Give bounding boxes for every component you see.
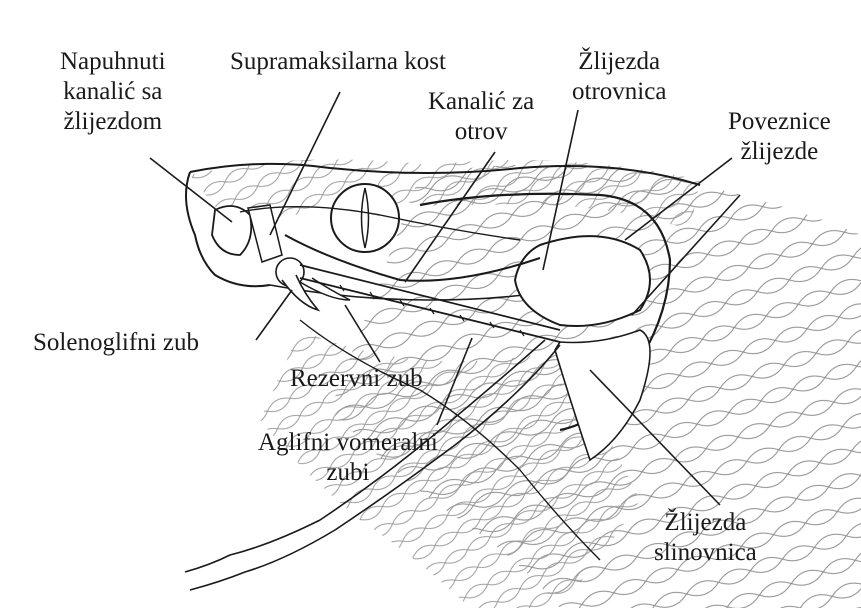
- label-line: Kanalić za: [428, 87, 534, 117]
- label-rezervni-zub: Rezervni zub: [290, 364, 423, 394]
- label-line: žlijezdom: [60, 107, 166, 137]
- label-line: Solenoglifni zub: [33, 328, 199, 358]
- eye-pupil: [362, 188, 369, 248]
- label-line: slinovnica: [654, 538, 757, 568]
- label-zlijezda-slinovnica: Žlijezda slinovnica: [654, 508, 757, 568]
- label-line: Žlijezda: [572, 47, 666, 77]
- label-poveznice-zlijezde: Poveznice žlijezde: [728, 107, 831, 167]
- label-kanalic-za-otrov: Kanalić za otrov: [428, 87, 534, 147]
- label-line: Rezervni zub: [290, 364, 423, 394]
- label-solenoglifni-zub: Solenoglifni zub: [33, 328, 199, 358]
- label-line: žlijezde: [728, 137, 831, 167]
- label-line: Žlijezda: [654, 508, 757, 538]
- label-aglifni-vomeralni-zubi: Aglifni vomeralni zubi: [258, 428, 438, 488]
- label-line: Napuhnuti: [60, 47, 166, 77]
- nostril-duct: [212, 206, 251, 255]
- leader-solenoglifni: [256, 290, 292, 340]
- label-line: Poveznice: [728, 107, 831, 137]
- label-zlijezda-otrovnica: Žlijezda otrovnica: [572, 47, 666, 107]
- label-line: otrovnica: [572, 77, 666, 107]
- label-supramaksilarna-kost: Supramaksilarna kost: [230, 47, 446, 77]
- label-line: zubi: [258, 458, 438, 488]
- venom-gland: [515, 236, 650, 326]
- label-line: Aglifni vomeralni: [258, 428, 438, 458]
- label-napuhnuti-kanalic: Napuhnuti kanalić sa žlijezdom: [60, 47, 166, 137]
- label-line: Supramaksilarna kost: [230, 47, 446, 77]
- label-line: kanalić sa: [60, 77, 166, 107]
- label-line: otrov: [428, 117, 534, 147]
